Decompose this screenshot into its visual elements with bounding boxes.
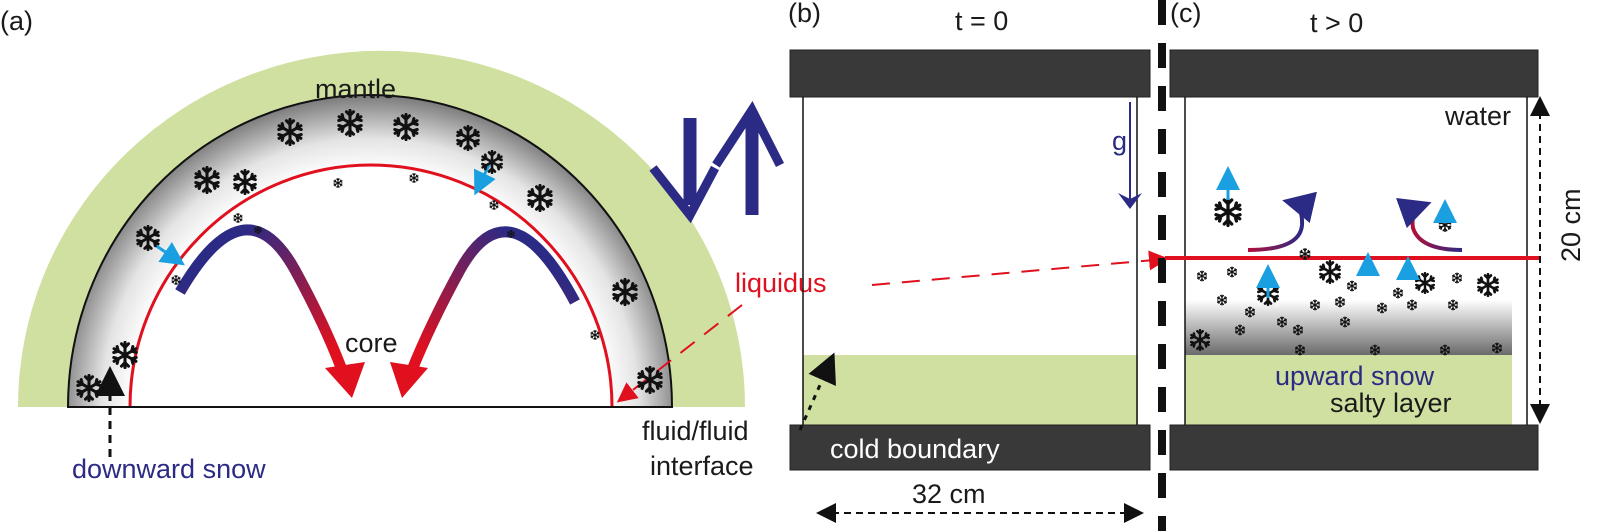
plume-arrow bbox=[1247, 191, 1317, 252]
panel-c: (c) t > 0 water upward snow salty layer … bbox=[1165, 0, 1586, 471]
snowflake-icon bbox=[1196, 270, 1208, 282]
flow-direction-arrows bbox=[649, 101, 785, 224]
snowflake-icon bbox=[1299, 248, 1311, 260]
top-boundary-c bbox=[1169, 49, 1539, 98]
snow-arrow bbox=[473, 162, 496, 196]
water-label: water bbox=[1444, 101, 1511, 131]
snowflake-icon bbox=[1226, 266, 1238, 278]
panel-b-tag: (b) bbox=[788, 0, 821, 28]
panel-a: (a) mantle core downward snow bbox=[0, 6, 745, 484]
snowflake-icon bbox=[1392, 287, 1404, 299]
salty-layer-label: salty layer bbox=[1330, 388, 1452, 418]
interface-label-1: fluid/fluid bbox=[642, 416, 749, 446]
core-label: core bbox=[345, 328, 398, 358]
interface-label-2: interface bbox=[650, 451, 754, 481]
snow-layer-c bbox=[1185, 300, 1512, 355]
time-label-c: t > 0 bbox=[1310, 8, 1363, 38]
snowflake-icon bbox=[1451, 272, 1463, 284]
upward-snow-arrows bbox=[1216, 166, 1457, 298]
bottom-boundary-c bbox=[1169, 424, 1539, 471]
snow-arrow bbox=[154, 241, 185, 266]
snowflake-icon bbox=[1477, 273, 1499, 297]
snowflake-icon bbox=[1346, 280, 1358, 292]
top-boundary-b bbox=[789, 49, 1151, 98]
width-label: 32 cm bbox=[912, 479, 986, 509]
cold-boundary-label: cold boundary bbox=[830, 434, 1000, 464]
snowflake-icon bbox=[1414, 272, 1436, 294]
salty-layer-b bbox=[803, 355, 1138, 425]
downward-snow-label: downward snow bbox=[72, 454, 266, 484]
panel-b: (b) t = 0 cold boundary g 32 cm fluid/fl… bbox=[642, 0, 1151, 523]
snowflake-icon bbox=[1319, 260, 1341, 284]
cold-boundary-bar bbox=[789, 424, 1151, 471]
convection-arrow-left bbox=[175, 224, 348, 372]
height-label: 20 cm bbox=[1556, 188, 1586, 262]
panel-c-tag: (c) bbox=[1170, 0, 1201, 28]
plume-arrow bbox=[1396, 198, 1463, 252]
gravity-label: g bbox=[1112, 126, 1127, 156]
salty-layer-c bbox=[1185, 355, 1512, 425]
arrow-icon bbox=[390, 362, 428, 398]
upward-snow-label: upward snow bbox=[1275, 361, 1435, 391]
convection-arrow-right bbox=[406, 226, 580, 373]
liquidus-label: liquidus bbox=[735, 268, 827, 298]
interface-pointer bbox=[798, 352, 836, 431]
time-label-b: t = 0 bbox=[955, 6, 1008, 36]
mantle-label: mantle bbox=[315, 74, 396, 104]
arrow-icon bbox=[325, 362, 365, 398]
panel-a-tag: (a) bbox=[0, 6, 33, 36]
liquidus-pointer-c bbox=[871, 250, 1169, 286]
liquidus-line-a bbox=[128, 163, 614, 408]
snowflake-icon bbox=[1214, 197, 1242, 227]
